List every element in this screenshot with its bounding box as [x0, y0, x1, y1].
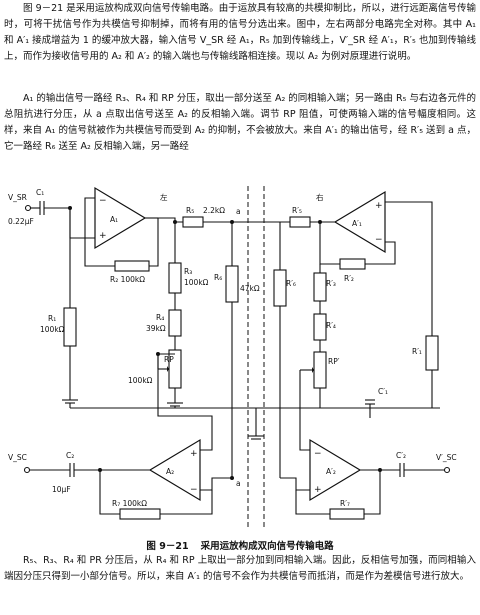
opamp-a2 [148, 438, 201, 502]
label-c1-prime: C′₁ [378, 387, 388, 396]
circuit-schematic: − + A₁ V_SR C₁ 0.22μF R₁ 100kΩ R₂ 100kΩ … [8, 186, 457, 528]
resistor-r3-prime [313, 272, 327, 302]
label-r6: R₆ [214, 273, 222, 282]
label-r1: R₁ [48, 314, 56, 323]
label-r2-prime: R′₂ [344, 274, 354, 283]
resistor-r3 [168, 262, 182, 294]
resistor-r2 [114, 260, 150, 272]
paragraph-conclusion: R₅、R₃、R₄ 和 PR 分压后，从 R₄ 和 RP 上取出一部分加到同相输入… [4, 555, 476, 582]
opamp-a1-prime [333, 190, 386, 254]
svg-text:−: − [99, 196, 107, 206]
resistor-r4-prime [313, 313, 327, 341]
svg-text:+: + [375, 201, 383, 211]
resistor-r7-prime [329, 508, 365, 520]
opamp-a2-prime [309, 438, 362, 502]
resistor-r5-prime [289, 216, 311, 228]
label-r1-value: 100kΩ [40, 325, 65, 334]
label-c1: C₁ [36, 188, 44, 197]
label-rp-prime: RP′ [328, 357, 340, 366]
label-vsr: V_SR [8, 193, 27, 202]
resistor-r7 [119, 508, 161, 520]
label-rp: RP [164, 355, 174, 364]
label-vsc: V_SC [8, 453, 27, 462]
label-r6-value: 47kΩ [240, 284, 260, 293]
label-r5-value: 2.2kΩ [203, 206, 225, 215]
resistor-r6-prime [273, 269, 287, 307]
resistor-r2-prime [339, 258, 366, 270]
svg-text:−: − [190, 485, 198, 495]
opamp-a1 [94, 186, 147, 250]
label-r2: R₂ 100kΩ [110, 275, 145, 284]
paragraph-principle: A₁ 的输出信号一路经 R₃、R₄ 和 RP 分压，取出一部分送至 A₂ 的同相… [4, 93, 476, 152]
paragraph-intro: 图 9－21 是采用运放构成双向信号传输电路。由于运放具有较高的共模抑制比，所以… [4, 3, 476, 62]
resistor-r4 [168, 309, 182, 337]
label-vsc-prime: V′_SC [436, 453, 457, 462]
figure-caption-title: 采用运放构成双向信号传输电路 [200, 541, 334, 552]
label-r6-prime: R′₆ [286, 279, 296, 288]
resistor-r5 [182, 216, 204, 228]
label-r3-prime: R′₃ [326, 279, 336, 288]
label-r1-prime: R′₁ [412, 347, 422, 356]
label-side-right: 右 [316, 192, 324, 202]
figure-caption-number: 图 9－21 [146, 541, 189, 552]
label-a1-prime: A′₁ [352, 219, 362, 228]
svg-text:+: + [190, 449, 198, 459]
label-r5-prime: R′₅ [292, 206, 302, 215]
label-r5: R₅ [186, 206, 194, 215]
label-r3: R₃ [184, 267, 192, 276]
label-node-a-top: a [236, 207, 241, 216]
label-r7: R₇ 100kΩ [112, 499, 147, 508]
label-a1: A₁ [110, 215, 118, 224]
resistor-r6 [225, 265, 239, 303]
svg-text:−: − [375, 235, 383, 245]
input-terminal-vsr [24, 204, 32, 212]
label-r4-value: 39kΩ [146, 324, 166, 333]
label-c2-value: 10μF [52, 485, 71, 494]
potentiometer-rp-prime [313, 351, 327, 389]
label-a2-prime: A′₂ [326, 467, 336, 476]
label-c2: C₂ [66, 451, 74, 460]
svg-text:+: + [314, 485, 322, 495]
label-c2-prime: C′₂ [396, 451, 406, 460]
label-r3-value: 100kΩ [184, 278, 209, 287]
output-terminal-vsc-prime [443, 466, 451, 474]
label-node-a-bottom: a [236, 479, 241, 488]
label-r7-prime: R′₇ [340, 499, 350, 508]
resistor-r1-prime [425, 335, 439, 371]
svg-text:−: − [314, 449, 322, 459]
label-rp-value: 100kΩ [128, 376, 153, 385]
label-c1-value: 0.22μF [8, 217, 34, 226]
label-a2: A₂ [166, 467, 174, 476]
figure-caption: 图 9－21 采用运放构成双向信号传输电路 [0, 538, 480, 552]
label-r4: R₄ [156, 313, 164, 322]
resistor-r1 [63, 307, 77, 347]
label-side-left: 左 [160, 192, 168, 202]
label-r4-prime: R′₄ [326, 321, 336, 330]
output-terminal-vsc [23, 466, 31, 474]
svg-text:+: + [99, 231, 107, 241]
